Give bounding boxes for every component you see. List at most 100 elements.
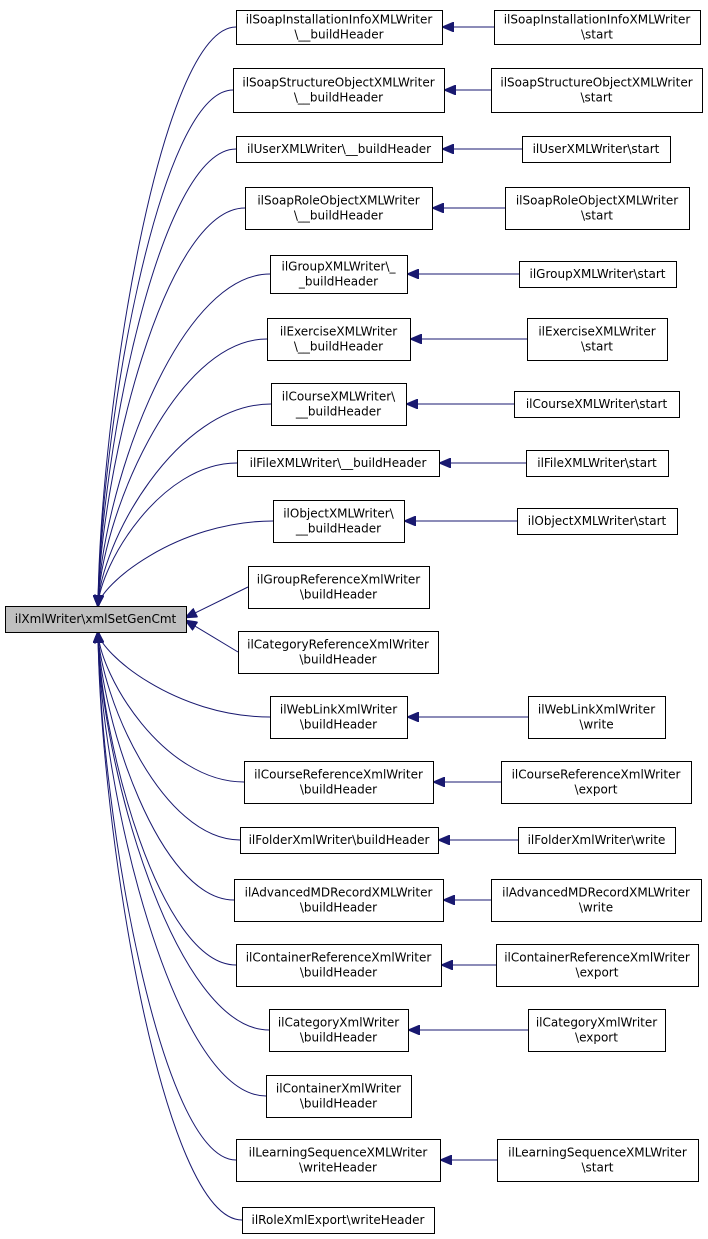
node-label-line: \start: [582, 1161, 614, 1175]
node-label-line: ilCourseXMLWriter\start: [526, 397, 668, 411]
node-label-line: ilContainerXmlWriter: [276, 1082, 401, 1096]
node-ilfolderxmlwriter-write[interactable]: ilFolderXmlWriter\write: [518, 827, 676, 854]
node-label-line: ilRoleXmlExport\writeHeader: [252, 1213, 425, 1227]
node-ilsoapstructureobjectxmlwriter-start[interactable]: ilSoapStructureObjectXMLWriter\start: [491, 68, 703, 113]
node-label-line: ilExerciseXMLWriter: [538, 325, 655, 339]
node-ilexercisexmlwriter-start[interactable]: ilExerciseXMLWriter\start: [527, 318, 668, 361]
node-ilcategoryxmlwriter-buildheader[interactable]: ilCategoryXmlWriter\buildHeader: [269, 1009, 409, 1052]
edge-c6-to-root: [98, 338, 268, 606]
node-ilfilexmlwriter-buildheader[interactable]: ilFileXMLWriter\__buildHeader: [237, 450, 440, 477]
node-ilexercisexmlwriter-buildheader[interactable]: ilExerciseXMLWriter\__buildHeader: [267, 318, 411, 361]
node-label-line: ilContainerReferenceXmlWriter: [246, 951, 432, 965]
node-ilobjectxmlwriter-start[interactable]: ilObjectXMLWriter\start: [517, 508, 678, 535]
node-iladvancedmdrecordxmlwriter-buildheader[interactable]: ilAdvancedMDRecordXMLWriter\buildHeader: [234, 879, 444, 922]
node-ilsoapinstallationinfoxmlwriter-buildheader[interactable]: ilSoapInstallationInfoXMLWriter\__buildH…: [236, 10, 443, 45]
node-label-line: \buildHeader: [300, 1097, 377, 1111]
node-label-line: \start: [581, 91, 613, 105]
node-ilrolexmlexport-writeheader[interactable]: ilRoleXmlExport\writeHeader: [242, 1207, 435, 1234]
node-label-line: ilWebLinkXmlWriter: [538, 703, 655, 717]
node-box: [491, 68, 703, 113]
edge-c17-to-root: [98, 632, 270, 1031]
node-label-line: \start: [581, 340, 613, 354]
node-label-line: ilContainerReferenceXmlWriter: [504, 951, 690, 965]
node-ilfilexmlwriter-start[interactable]: ilFileXMLWriter\start: [526, 450, 669, 477]
node-label-line: _buildHeader: [298, 275, 378, 289]
node-box: [237, 450, 440, 477]
node-box: [527, 318, 668, 361]
node-label-line: ilLearningSequenceXMLWriter: [249, 1146, 428, 1160]
node-box: [528, 1009, 666, 1052]
node-label-line: \export: [576, 966, 619, 980]
node-label-line: \__buildHeader: [294, 28, 383, 42]
node-ilcoursereferencexmlwriter-buildheader[interactable]: ilCourseReferenceXmlWriter\buildHeader: [244, 761, 434, 804]
node-label-line: \buildHeader: [299, 653, 376, 667]
node-ilcoursexmlwriter-buildheader[interactable]: ilCourseXMLWriter\__buildHeader: [271, 383, 407, 426]
node-ilcoursereferencexmlwriter-export[interactable]: ilCourseReferenceXmlWriter\export: [501, 761, 692, 804]
node-illearningsequencexmlwriter-writeheader[interactable]: ilLearningSequenceXMLWriter\writeHeader: [236, 1139, 441, 1182]
node-box: [248, 566, 430, 609]
edge-c5-to-root: [98, 273, 271, 606]
edge-c13-to-root: [98, 632, 245, 783]
node-box: [501, 761, 692, 804]
node-label-line: ilCategoryXmlWriter: [536, 1016, 657, 1030]
node-ilsoaproleobjectxmlwriter-buildheader[interactable]: ilSoapRoleObjectXMLWriter\__buildHeader: [245, 187, 433, 230]
node-box: [271, 383, 407, 426]
node-label-line: __buildHeader: [295, 405, 381, 419]
node-box: [273, 500, 405, 543]
node-illearningsequencexmlwriter-start[interactable]: ilLearningSequenceXMLWriter\start: [497, 1139, 699, 1182]
node-label-line: ilLearningSequenceXMLWriter: [508, 1146, 687, 1160]
edge-c16-to-root: [98, 632, 237, 966]
node-label-line: ilCourseReferenceXmlWriter: [512, 768, 681, 782]
node-ilsoapinstallationinfoxmlwriter-start[interactable]: ilSoapInstallationInfoXMLWriter\start: [494, 10, 701, 45]
node-label-line: \write: [579, 901, 613, 915]
node-box: [505, 187, 690, 230]
edge-c14-to-root: [98, 632, 241, 841]
node-box: [266, 1075, 412, 1118]
node-label-line: ilFolderXmlWriter\write: [528, 833, 666, 847]
node-label-line: ilSoapInstallationInfoXMLWriter: [504, 13, 691, 27]
node-iluserxmlwriter-buildheader[interactable]: ilUserXMLWriter\__buildHeader: [236, 136, 443, 163]
node-label-line: \__buildHeader: [294, 209, 383, 223]
node-box: [240, 827, 439, 854]
edge-c1-to-root: [98, 26, 237, 606]
node-box: [518, 827, 676, 854]
node-ilcontainerreferencexmlwriter-export[interactable]: ilContainerReferenceXmlWriter\export: [496, 944, 699, 987]
node-label-line: \__buildHeader: [294, 91, 383, 105]
node-box: [514, 391, 680, 418]
node-box: [242, 1207, 435, 1234]
node-ilcategoryxmlwriter-export[interactable]: ilCategoryXmlWriter\export: [528, 1009, 666, 1052]
node-iluserxmlwriter-start[interactable]: ilUserXMLWriter\start: [522, 136, 671, 163]
node-ilweblinkxmlwriter-write[interactable]: ilWebLinkXmlWriter\write: [528, 696, 666, 739]
node-box: [517, 508, 678, 535]
node-label-line: ilCategoryReferenceXmlWriter: [247, 638, 429, 652]
node-ilgroupxmlwriter-buildheader[interactable]: ilGroupXMLWriter\__buildHeader: [270, 255, 408, 294]
node-ilsoapstructureobjectxmlwriter-buildheader[interactable]: ilSoapStructureObjectXMLWriter\__buildHe…: [233, 68, 445, 113]
node-label-line: \buildHeader: [300, 783, 377, 797]
node-label-line: ilXmlWriter\xmlSetGenCmt: [15, 612, 177, 626]
node-box: [238, 631, 439, 674]
node-ilcategoryreferencexmlwriter-buildheader[interactable]: ilCategoryReferenceXmlWriter\buildHeader: [238, 631, 439, 674]
node-ilcoursexmlwriter-start[interactable]: ilCourseXMLWriter\start: [514, 391, 680, 418]
node-box: [528, 696, 666, 739]
node-iladvancedmdrecordxmlwriter-write[interactable]: ilAdvancedMDRecordXMLWriter\write: [491, 879, 702, 922]
edge-c4-to-root: [98, 207, 246, 606]
node-ilgroupxmlwriter-start[interactable]: ilGroupXMLWriter\start: [519, 261, 677, 288]
edge-c19-to-root: [98, 632, 237, 1161]
node-label-line: ilCourseReferenceXmlWriter: [254, 768, 423, 782]
node-ilcontainerreferencexmlwriter-buildheader[interactable]: ilContainerReferenceXmlWriter\buildHeade…: [236, 944, 442, 987]
node-box: [270, 255, 408, 294]
node-box: [491, 879, 702, 922]
edges-layer: [98, 26, 528, 1221]
node-ilgroupreferencexmlwriter-buildheader[interactable]: ilGroupReferenceXmlWriter\buildHeader: [248, 566, 430, 609]
edge-c7-to-root: [98, 403, 272, 606]
node-box: [270, 696, 408, 739]
node-ilsoaproleobjectxmlwriter-start[interactable]: ilSoapRoleObjectXMLWriter\start: [505, 187, 690, 230]
node-box: [497, 1139, 699, 1182]
node-label-line: ilWebLinkXmlWriter: [280, 703, 397, 717]
node-ilobjectxmlwriter-buildheader[interactable]: ilObjectXMLWriter\__buildHeader: [273, 500, 405, 543]
node-ilcontainerxmlwriter-buildheader[interactable]: ilContainerXmlWriter\buildHeader: [266, 1075, 412, 1118]
node-ilfolderxmlwriter-buildheader[interactable]: ilFolderXmlWriter\buildHeader: [240, 827, 439, 854]
node-ilweblinkxmlwriter-buildheader[interactable]: ilWebLinkXmlWriter\buildHeader: [270, 696, 408, 739]
node-ilxmlwriter-xmlsetgencmt[interactable]: ilXmlWriter\xmlSetGenCmt: [5, 606, 187, 633]
